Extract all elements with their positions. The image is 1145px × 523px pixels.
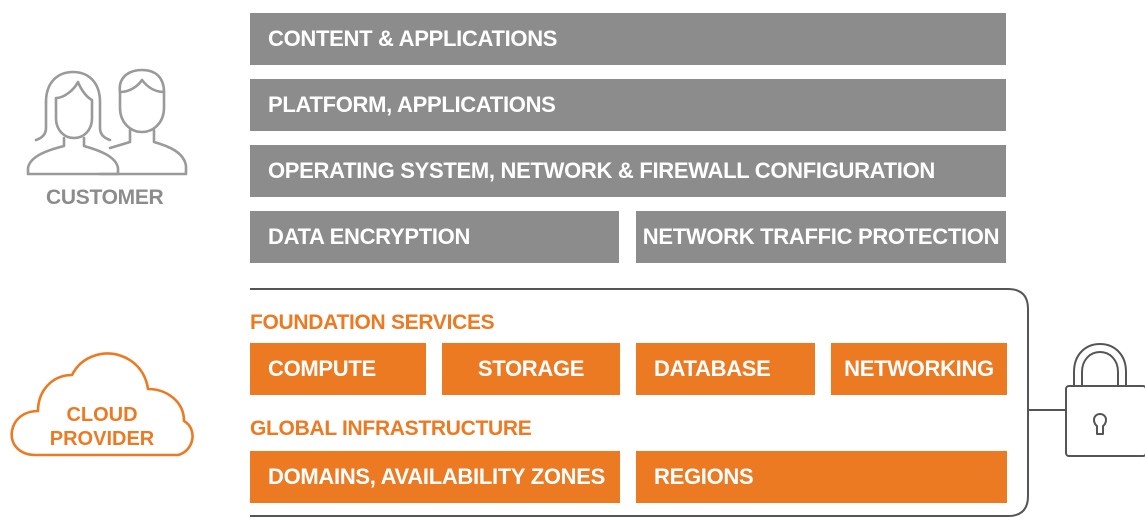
- foundation-services-title: FOUNDATION SERVICES: [250, 311, 495, 334]
- cloud-icon: [10, 352, 194, 457]
- compute-bar: COMPUTE: [250, 343, 426, 395]
- cloud-provider-label-line1: CLOUD: [66, 404, 138, 426]
- database-bar: DATABASE: [636, 343, 815, 395]
- os-network-firewall-bar: OPERATING SYSTEM, NETWORK & FIREWALL CON…: [250, 145, 1006, 197]
- global-infrastructure-title: GLOBAL INFRASTRUCTURE: [250, 417, 532, 440]
- cloud-provider-label: CLOUD PROVIDER: [36, 403, 168, 451]
- content-applications-bar: CONTENT & APPLICATIONS: [250, 13, 1006, 65]
- people-icon: [26, 68, 188, 176]
- regions-bar: REGIONS: [636, 451, 1007, 503]
- data-encryption-bar: DATA ENCRYPTION: [250, 211, 619, 263]
- storage-bar: STORAGE: [442, 343, 620, 395]
- network-traffic-protection-bar: NETWORK TRAFFIC PROTECTION: [636, 211, 1006, 263]
- domains-availability-zones-bar: DOMAINS, AVAILABILITY ZONES: [250, 451, 620, 503]
- customer-label: CUSTOMER: [46, 186, 164, 209]
- cloud-provider-label-line2: PROVIDER: [49, 428, 155, 450]
- networking-bar: NETWORKING: [831, 343, 1007, 395]
- platform-applications-bar: PLATFORM, APPLICATIONS: [250, 79, 1006, 131]
- padlock-icon: [1065, 343, 1145, 457]
